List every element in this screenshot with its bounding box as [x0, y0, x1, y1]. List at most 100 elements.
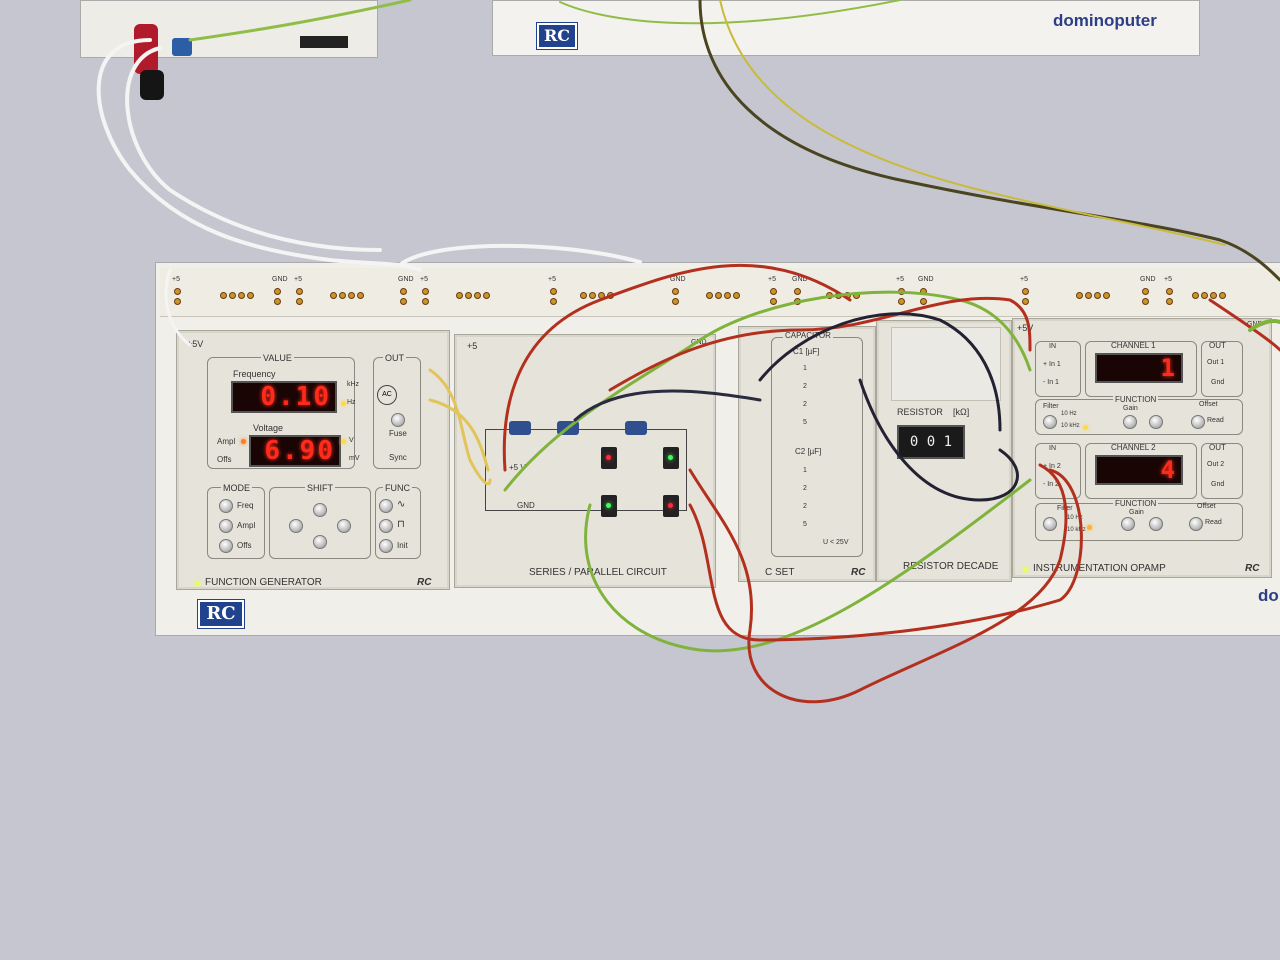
- rail-terminal[interactable]: [474, 292, 481, 299]
- rail-terminal[interactable]: [330, 292, 337, 299]
- yellow-wire-top: [719, 0, 1226, 246]
- op-filter2-f2: 10 kHz: [1067, 527, 1086, 533]
- op-ch1-display: 1: [1095, 353, 1183, 383]
- rail-terminal[interactable]: [229, 292, 236, 299]
- rail-terminal[interactable]: [1076, 292, 1083, 299]
- rail-terminal[interactable]: [898, 298, 905, 305]
- rail-terminal[interactable]: [220, 292, 227, 299]
- rail-terminal[interactable]: [794, 288, 801, 295]
- fg-mode-offs-button[interactable]: [219, 539, 233, 553]
- rail-terminal[interactable]: [1085, 292, 1092, 299]
- black-banana-plug: [140, 70, 164, 100]
- rail-terminal[interactable]: [1166, 288, 1173, 295]
- op-offset2-label: Offset: [1197, 503, 1216, 510]
- red-wire-3: [688, 463, 1068, 704]
- rail-terminal[interactable]: [456, 292, 463, 299]
- fg-func-sine-button[interactable]: [379, 499, 393, 513]
- rail-terminal[interactable]: [1219, 292, 1226, 299]
- rail-label: +5: [420, 276, 428, 283]
- rail-label: +5: [768, 276, 776, 283]
- rail-terminal[interactable]: [770, 288, 777, 295]
- rail-terminal[interactable]: [357, 292, 364, 299]
- rail-terminal[interactable]: [296, 298, 303, 305]
- rail-terminal[interactable]: [715, 292, 722, 299]
- op-filter1-button[interactable]: [1043, 415, 1057, 429]
- rail-terminal[interactable]: [422, 298, 429, 305]
- rail-terminal[interactable]: [1142, 298, 1149, 305]
- rail-terminal[interactable]: [339, 292, 346, 299]
- op-func1-title: FUNCTION: [1113, 395, 1159, 404]
- rail-terminal[interactable]: [672, 288, 679, 295]
- rail-terminal[interactable]: [348, 292, 355, 299]
- rail-terminal[interactable]: [400, 298, 407, 305]
- rail-label: GND: [1140, 276, 1156, 283]
- rail-terminal[interactable]: [1192, 292, 1199, 299]
- rail-terminal[interactable]: [1094, 292, 1101, 299]
- fg-mode-ampl-button[interactable]: [219, 519, 233, 533]
- resistor-digit-wheel[interactable]: 0 0 1: [897, 425, 965, 459]
- resistor-top-cover: [891, 327, 1001, 401]
- rail-terminal[interactable]: [589, 292, 596, 299]
- rail-terminal[interactable]: [1022, 298, 1029, 305]
- rail-terminal[interactable]: [770, 298, 777, 305]
- base-rc-logo: RC: [197, 599, 245, 629]
- rail-terminal[interactable]: [400, 288, 407, 295]
- rail-terminal[interactable]: [174, 288, 181, 295]
- rail-terminal[interactable]: [465, 292, 472, 299]
- fg-shift-up-button[interactable]: [313, 503, 327, 517]
- op-read2-button[interactable]: [1189, 517, 1203, 531]
- rail-terminal[interactable]: [733, 292, 740, 299]
- rail-label: +5: [548, 276, 556, 283]
- op-filter1-f1: 10 Hz: [1061, 411, 1077, 417]
- sp-circuit-trace: [485, 429, 687, 511]
- rail-terminal[interactable]: [247, 292, 254, 299]
- op-ch2-box: [1085, 443, 1197, 499]
- rail-terminal[interactable]: [274, 298, 281, 305]
- rail-terminal[interactable]: [550, 288, 557, 295]
- red-wire-4: [688, 468, 1083, 642]
- rail-terminal[interactable]: [1166, 298, 1173, 305]
- rail-terminal[interactable]: [580, 292, 587, 299]
- fg-func-square-button[interactable]: [379, 519, 393, 533]
- fg-fuse-label: Fuse: [389, 429, 407, 438]
- fg-fuse-button[interactable]: [391, 413, 405, 427]
- fg-led-ampl: [241, 439, 246, 444]
- op-filter2-f1: 10 Hz: [1067, 515, 1083, 521]
- fg-mode-freq-button[interactable]: [219, 499, 233, 513]
- rail-terminal[interactable]: [706, 292, 713, 299]
- op-read1-button[interactable]: [1191, 415, 1205, 429]
- rail-terminal[interactable]: [1022, 288, 1029, 295]
- rail-label: +5: [1164, 276, 1172, 283]
- fg-func-init-button[interactable]: [379, 539, 393, 553]
- op-gain1-down-button[interactable]: [1123, 415, 1137, 429]
- fg-frequency-display: 0.10: [231, 381, 337, 413]
- rail-terminal[interactable]: [174, 298, 181, 305]
- op-in1-minus: - In 1: [1043, 379, 1059, 386]
- rail-terminal[interactable]: [672, 298, 679, 305]
- rail-terminal[interactable]: [724, 292, 731, 299]
- rail-terminal[interactable]: [296, 288, 303, 295]
- op-gain2-up-button[interactable]: [1149, 517, 1163, 531]
- rail-terminal[interactable]: [422, 288, 429, 295]
- op-filter2-button[interactable]: [1043, 517, 1057, 531]
- op-power-led: [1023, 567, 1028, 572]
- rail-terminal[interactable]: [1142, 288, 1149, 295]
- cset-c2-item-1: 1: [803, 467, 807, 474]
- op-gain1-up-button[interactable]: [1149, 415, 1163, 429]
- fg-shift-right-button[interactable]: [337, 519, 351, 533]
- rail-terminal[interactable]: [1103, 292, 1110, 299]
- green-wire-2: [584, 478, 1032, 653]
- rail-terminal[interactable]: [238, 292, 245, 299]
- fg-shift-down-button[interactable]: [313, 535, 327, 549]
- sp-voltage-label: +5 V: [509, 463, 526, 472]
- rail-terminal[interactable]: [1210, 292, 1217, 299]
- fg-shift-left-button[interactable]: [289, 519, 303, 533]
- rail-terminal[interactable]: [483, 292, 490, 299]
- rail-terminal[interactable]: [274, 288, 281, 295]
- white-wire-2: [125, 46, 382, 252]
- rail-terminal[interactable]: [1201, 292, 1208, 299]
- rail-terminal[interactable]: [550, 298, 557, 305]
- rail-terminal[interactable]: [920, 298, 927, 305]
- sp-led-green-2: [606, 503, 611, 508]
- op-gain2-down-button[interactable]: [1121, 517, 1135, 531]
